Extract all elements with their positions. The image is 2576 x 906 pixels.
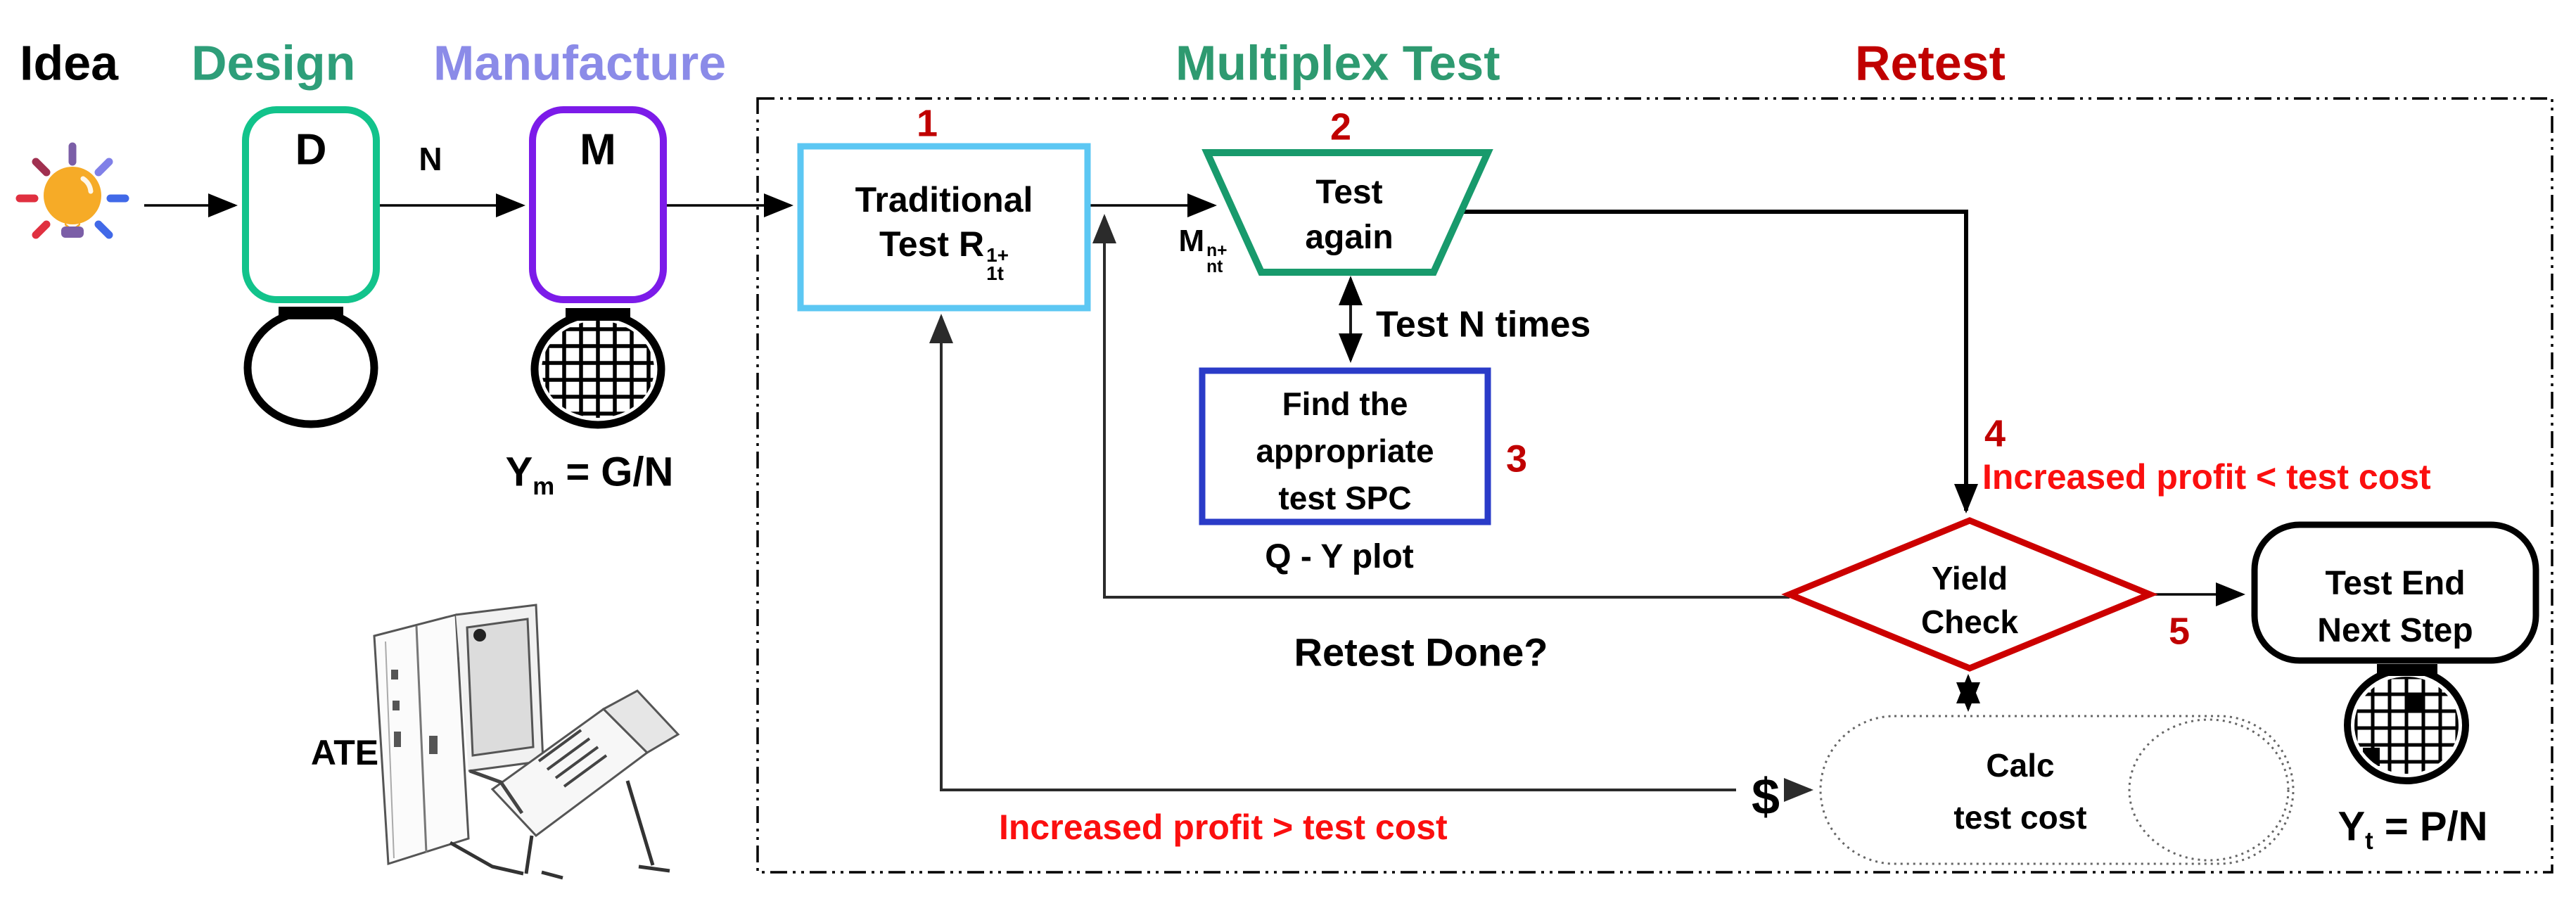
yield-check-line2: Check (1920, 603, 2019, 640)
traditional-test-line1: Traditional (855, 179, 1033, 219)
manufactured-wafer-icon (530, 308, 665, 429)
ym-rest: = G/N (554, 449, 674, 495)
mnt-superscript: n+ (1206, 241, 1228, 261)
tested-wafer-icon (2344, 664, 2469, 784)
header-retest: Retest (1855, 35, 2006, 91)
yt-formula: Yt = P/N (2338, 803, 2488, 855)
yt-rest: = P/N (2373, 803, 2488, 850)
design-box (242, 106, 380, 303)
ate-label: ATE (310, 732, 379, 772)
calc-test-cost-capsule (1819, 715, 2295, 865)
traditional-test-box (797, 143, 1091, 312)
test-again-trapezoid (1201, 149, 1493, 276)
r-superscript: 1+ (986, 243, 1009, 266)
blank-wafer-icon (243, 307, 378, 428)
find-spc-line3: test SPC (1278, 479, 1412, 516)
test-again-line1: Test (1315, 173, 1383, 211)
calc-line1: Calc (1986, 746, 2055, 784)
step5-badge: 5 (2168, 610, 2191, 653)
dashed-test-region-border (756, 97, 2553, 874)
yt-base: Y (2338, 803, 2366, 850)
find-spc-line1: Find the (1282, 385, 1408, 422)
yt-subscript: t (2365, 827, 2373, 855)
test-end-terminal (2251, 521, 2539, 664)
mnt-base: M (1178, 224, 1205, 259)
mnt-subscript: nt (1206, 257, 1223, 277)
qy-plot-caption: Q - Y plot (1265, 537, 1414, 575)
traditional-test-word: Test (879, 224, 959, 264)
step2-badge: 2 (1330, 106, 1352, 148)
find-spc-box (1199, 367, 1491, 525)
header-idea: Idea (20, 35, 119, 91)
header-manufacture: Manufacture (433, 35, 727, 91)
connector-test-again-to-yield-check (1458, 210, 1978, 513)
header-multiplex-test: Multiplex Test (1175, 35, 1500, 91)
test-end-line1: Test End (2325, 564, 2466, 602)
ate-machine-icon (373, 604, 680, 880)
ym-base: Y (505, 449, 533, 495)
manufacture-box-letter: M (580, 125, 616, 174)
dollar-sign: $ (1751, 769, 1780, 826)
step3-badge: 3 (1505, 438, 1528, 480)
profit-less-label: Increased profit < test cost (1982, 457, 2431, 497)
calc-capsule-end-ellipse (2128, 718, 2290, 862)
yield-check-line1: Yield (1931, 559, 2008, 596)
manufacture-box (529, 106, 667, 303)
ym-formula: Ym = G/N (505, 449, 674, 500)
test-n-times-label: Test N times (1376, 304, 1591, 345)
n-count-label: N (419, 140, 442, 177)
step1-badge: 1 (916, 102, 938, 145)
test-end-line2: Next Step (2317, 611, 2473, 649)
retest-done-label: Retest Done? (1294, 630, 1548, 675)
r-symbol: R (958, 224, 985, 264)
yield-check-diamond (1781, 517, 2158, 672)
design-box-letter: D (295, 125, 327, 174)
step4-badge: 4 (1984, 412, 2006, 455)
calc-line2: test cost (1953, 798, 2087, 836)
test-again-line2: again (1305, 218, 1394, 256)
header-design: Design (191, 35, 356, 91)
find-spc-line2: appropriate (1256, 432, 1434, 469)
ym-subscript: m (533, 472, 555, 500)
connector-cost-loop-to-traditional-test (929, 314, 1736, 791)
r-subscript: 1t (986, 262, 1004, 285)
profit-greater-label: Increased profit > test cost (999, 807, 1448, 847)
connector-retest-loop (1092, 214, 1790, 599)
lightbulb-icon (15, 142, 129, 239)
